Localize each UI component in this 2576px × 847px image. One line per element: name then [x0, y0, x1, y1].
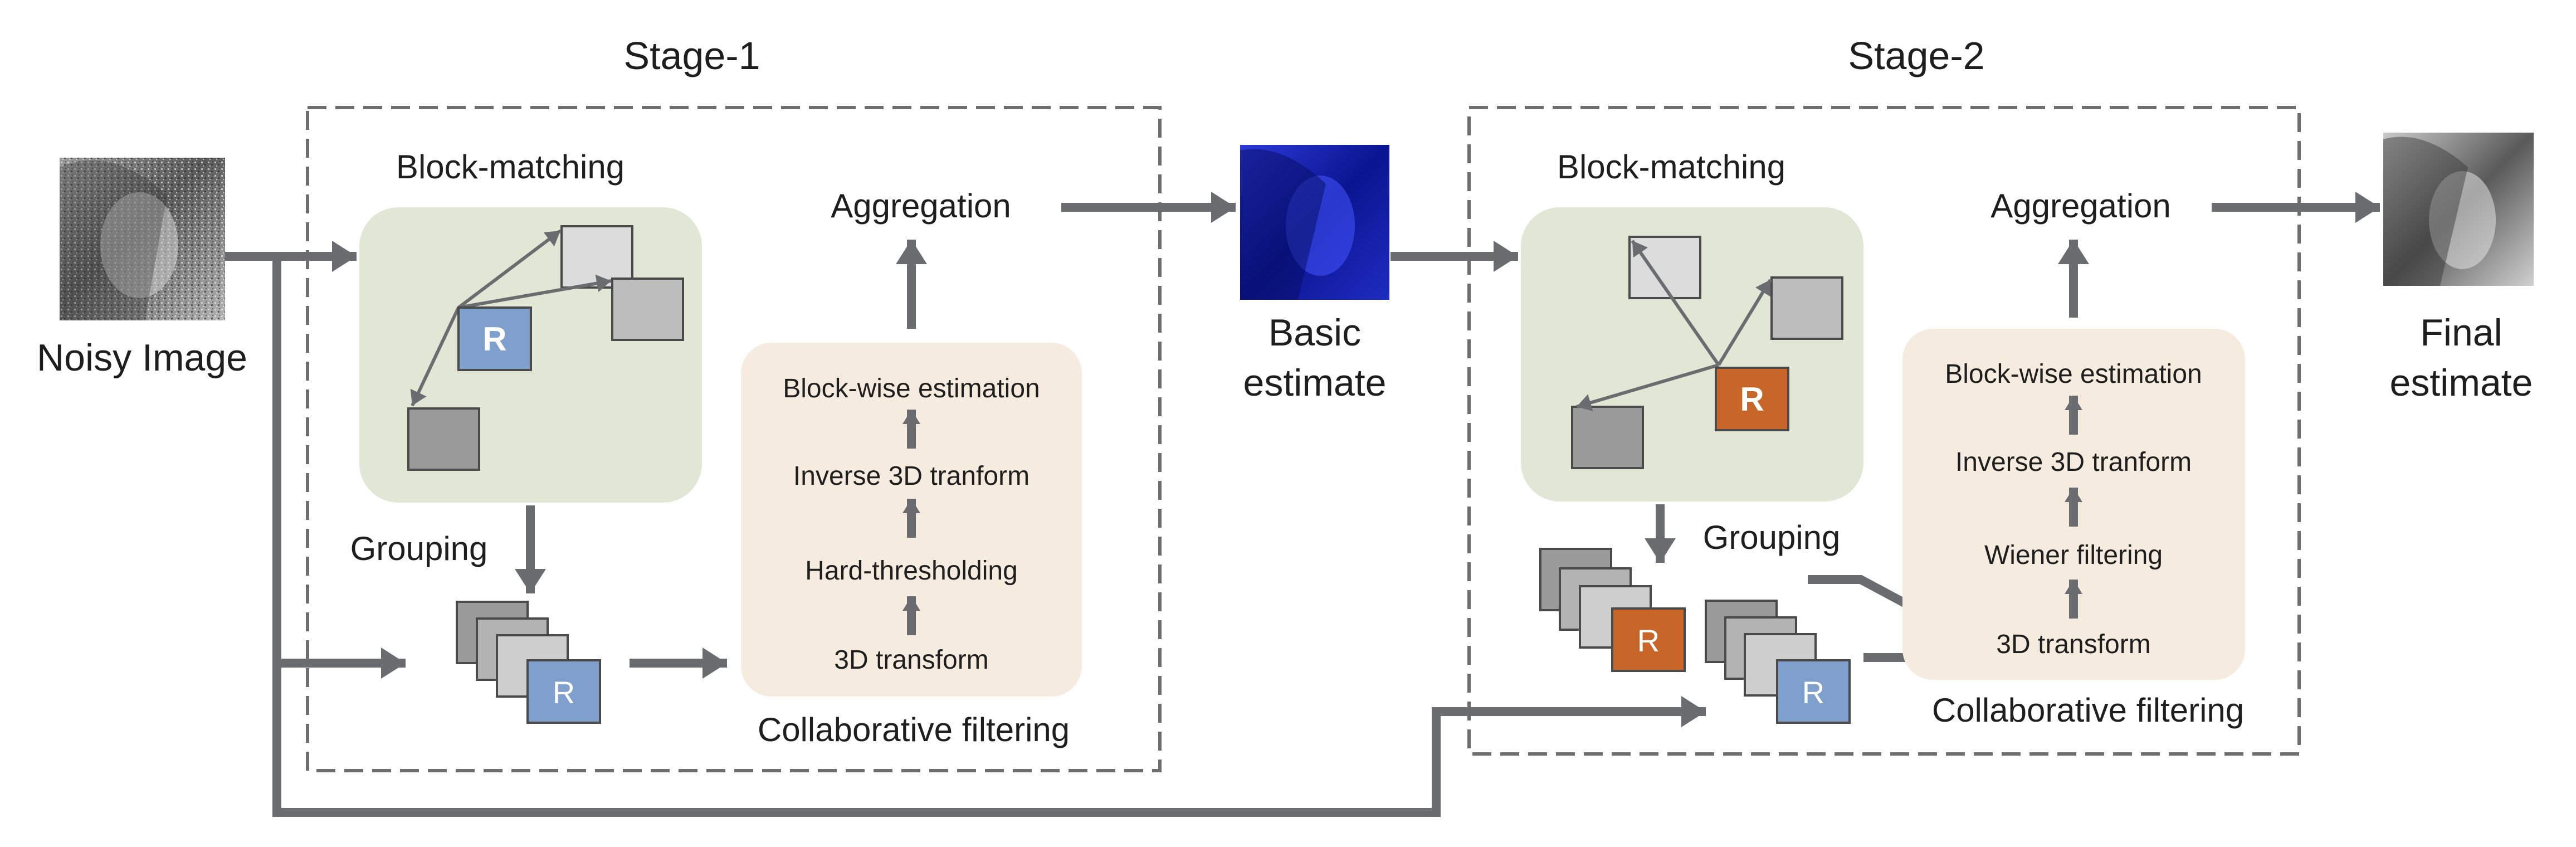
s2-match-arrow-1 [1631, 240, 1720, 366]
s2-step-3d-transform: 3D transform [1996, 630, 2150, 659]
s2-match-arrow-2 [1717, 279, 1772, 366]
stage2-group-stack-a: R [1539, 548, 1686, 672]
s2-step-blockwise: Block-wise estimation [1945, 359, 2202, 389]
stage2-collab-label: Collaborative filtering [1932, 692, 2244, 729]
s2-match-arrow-3 [1576, 363, 1719, 412]
stage2-title: Stage-2 [1848, 34, 1984, 77]
stage1-block-matching-label: Block-matching [396, 148, 625, 186]
stage2-aggregation-label: Aggregation [1990, 187, 2171, 225]
s2-group-ref-b-label: R [1802, 675, 1824, 710]
stage2-box [1467, 106, 2301, 756]
stage2-group-stack-b: R [1705, 600, 1851, 724]
stage2-block-matching-label: Block-matching [1557, 148, 1785, 186]
s1-match-arrow-1 [457, 229, 562, 309]
final-estimate-caption-line2: estimate [2390, 362, 2533, 404]
s1-ref-block-label: R [482, 320, 506, 358]
s1-step-3d-transform: 3D transform [834, 645, 988, 675]
stage1-title: Stage-1 [623, 34, 760, 77]
final-estimate-image [2383, 133, 2534, 286]
basic-estimate-caption-line2: estimate [1243, 362, 1387, 404]
s1-match-arrow-3 [410, 306, 460, 407]
stage1-collab-label: Collaborative filtering [758, 711, 1070, 748]
basic-estimate-caption-line1: Basic [1269, 311, 1361, 354]
s2-group-ref-a-label: R [1637, 623, 1660, 658]
s1-group-ref-label: R [553, 675, 575, 710]
basic-estimate-image [1240, 145, 1389, 300]
noisy-image-caption: Noisy Image [37, 337, 247, 379]
s1-block-mid [611, 278, 684, 341]
final-estimate-caption-line1: Final [2420, 311, 2502, 354]
s1-step-inverse: Inverse 3D tranform [793, 461, 1030, 491]
stage1-aggregation-label: Aggregation [831, 187, 1011, 225]
s2-ref-block [1715, 367, 1789, 431]
noisy-image [60, 158, 225, 320]
s2-ref-block-label: R [1740, 381, 1764, 418]
s1-block-dark [407, 407, 480, 471]
s1-step-threshold: Hard-thresholding [805, 556, 1018, 586]
stage2-grouping-label: Grouping [1703, 519, 1841, 556]
s2-step-inverse: Inverse 3D tranform [1955, 447, 2192, 477]
s2-block-mid [1770, 276, 1843, 340]
s2-step-wiener: Wiener filtering [1984, 541, 2163, 570]
input-bus-line [272, 256, 1706, 817]
s1-ref-block [457, 306, 532, 371]
stage1-box [306, 106, 1162, 772]
s1-match-arrow-2 [458, 274, 612, 309]
s2-block-dark [1571, 406, 1644, 469]
stage1-group-stack: R [456, 601, 601, 724]
stage1-grouping-label: Grouping [350, 530, 488, 567]
s1-step-blockwise: Block-wise estimation [783, 374, 1040, 403]
